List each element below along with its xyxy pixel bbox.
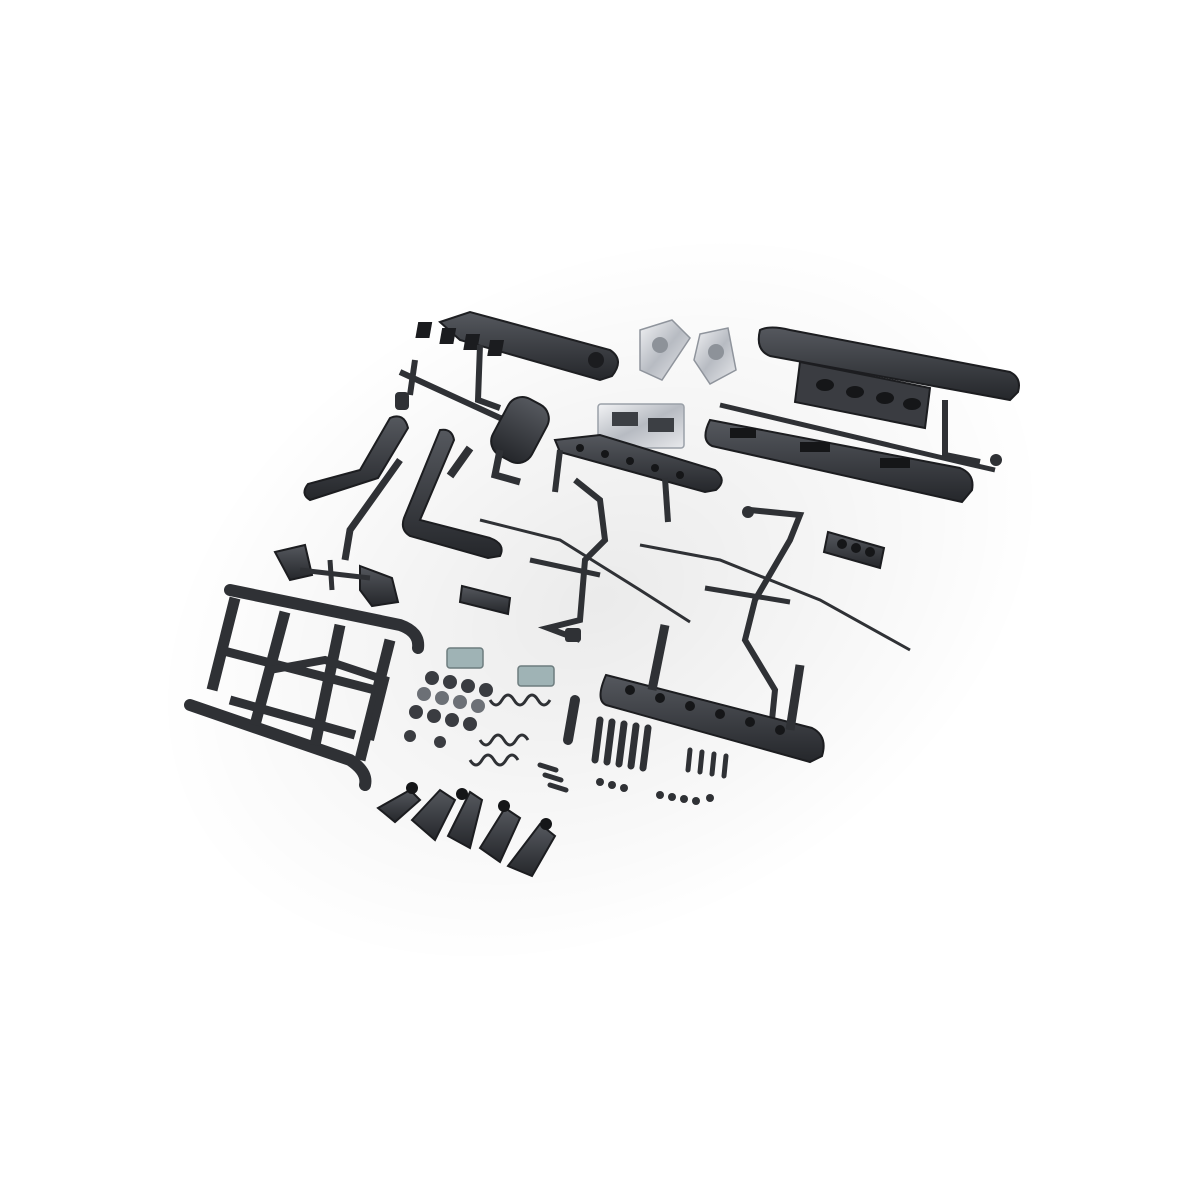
- rear-bumper: [704, 402, 1002, 504]
- mirror-sprue: [273, 543, 400, 608]
- wiper-sprue-right: [639, 506, 911, 721]
- chrome-hood-latches: [639, 319, 737, 385]
- rock-slider: [599, 624, 825, 764]
- screws: [537, 695, 729, 805]
- light-bucket-pair-chrome: [597, 403, 685, 449]
- ground-shadow: [157, 234, 1043, 966]
- wiper-sprue-left: [479, 477, 691, 643]
- front-grille-sprue: [395, 310, 619, 423]
- muffler: [490, 396, 550, 486]
- snorkel: [303, 415, 503, 561]
- body-clips: [404, 671, 552, 767]
- light-pod: [458, 530, 886, 616]
- body-mount-posts: [376, 782, 557, 878]
- roof-light-bar: [552, 433, 723, 523]
- lenses: [446, 647, 555, 687]
- roll-cage: [184, 584, 425, 791]
- front-bumper-with-skid-plate: [757, 326, 1020, 465]
